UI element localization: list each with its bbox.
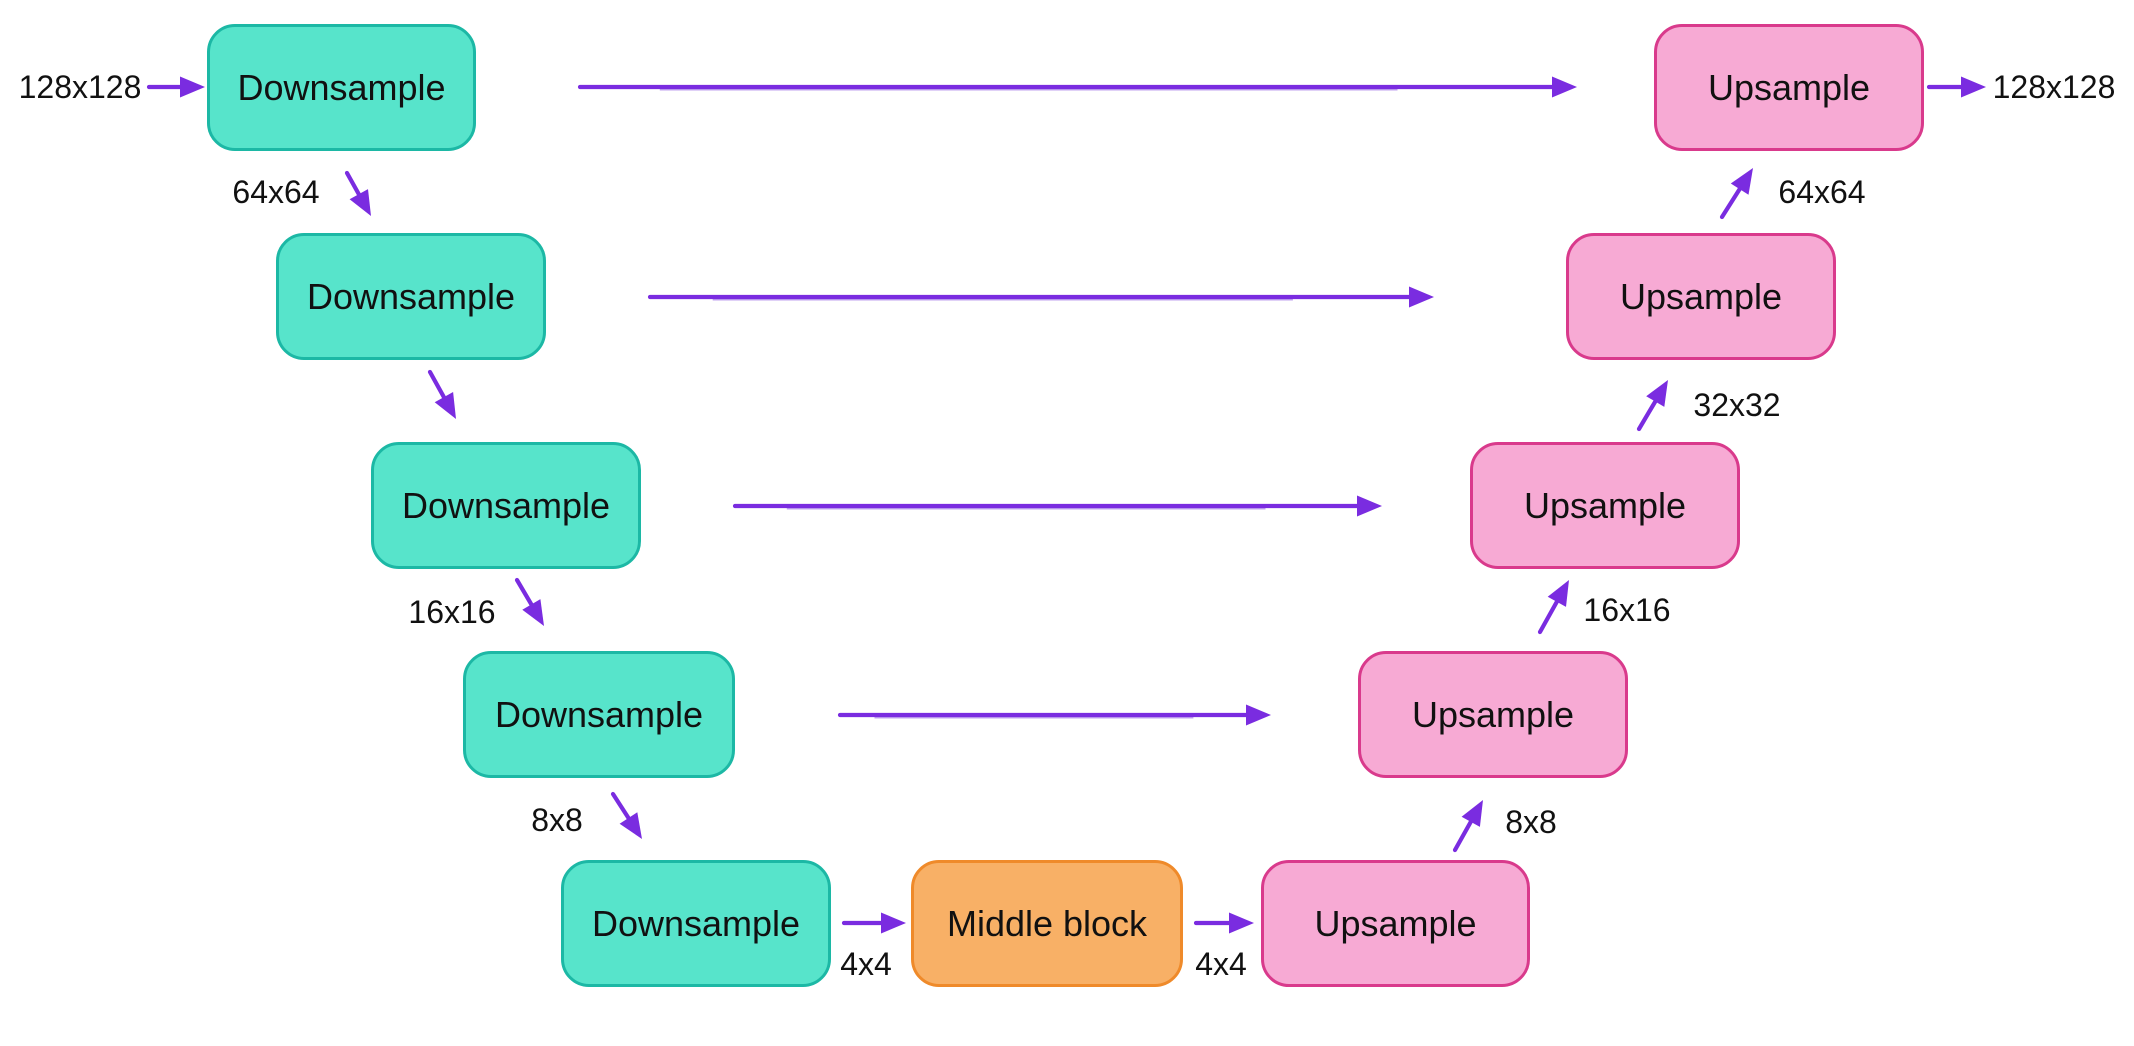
upsample-arrow-3-2 <box>1636 380 1668 432</box>
node-downsample-4: Downsample <box>463 651 735 778</box>
label-resolution-16x16-right: 16x16 <box>1583 592 1671 628</box>
skip-connection-arrow-3 <box>732 495 1382 517</box>
node-upsample-5-label: Upsample <box>1314 902 1477 944</box>
skip-connection-arrow-2 <box>647 286 1434 308</box>
label-resolution-8x8-right: 8x8 <box>1505 804 1557 840</box>
downsample-arrow-1-2 <box>344 170 371 216</box>
label-resolution-16x16-left: 16x16 <box>408 594 496 630</box>
output-arrow <box>1926 76 1986 98</box>
upsample-arrow-4-3 <box>1537 580 1569 635</box>
downsample-arrow-3-4 <box>514 577 544 626</box>
node-middle-block: Middle block <box>911 860 1183 987</box>
label-resolution-64x64-left: 64x64 <box>232 174 320 210</box>
node-upsample-4-label: Upsample <box>1411 693 1575 735</box>
node-upsample-2: Upsample <box>1566 233 1836 360</box>
node-upsample-3-label: Upsample <box>1523 484 1687 526</box>
node-upsample-4: Upsample <box>1358 651 1628 778</box>
node-downsample-1: Downsample <box>207 24 476 151</box>
downsample-arrow-4-5 <box>610 791 642 839</box>
node-upsample-2-label: Upsample <box>1619 275 1783 317</box>
node-upsample-1: Upsample <box>1654 24 1924 151</box>
label-input-size-128x128: 128x128 <box>18 69 142 105</box>
upsample-arrow-2-1 <box>1719 168 1753 220</box>
node-downsample-5-label: Downsample <box>591 902 801 944</box>
downsample-arrow-2-3 <box>427 369 456 419</box>
node-downsample-1-label: Downsample <box>237 66 446 108</box>
node-downsample-3: Downsample <box>371 442 641 569</box>
node-downsample-2-label: Downsample <box>306 275 516 317</box>
label-resolution-4x4-left: 4x4 <box>840 946 892 982</box>
node-middle-block-label: Middle block <box>946 902 1148 944</box>
middle-out-arrow <box>1193 912 1254 934</box>
node-downsample-5: Downsample <box>561 860 831 987</box>
skip-connection-arrow-1 <box>577 76 1577 98</box>
label-resolution-32x32-right: 32x32 <box>1693 387 1781 423</box>
label-resolution-4x4-right: 4x4 <box>1195 946 1247 982</box>
upsample-arrow-5-4 <box>1452 800 1483 853</box>
node-upsample-5: Upsample <box>1261 860 1530 987</box>
input-arrow <box>146 76 205 98</box>
label-resolution-8x8-left: 8x8 <box>531 802 583 838</box>
label-resolution-64x64-right: 64x64 <box>1778 174 1866 210</box>
skip-connection-arrow-4 <box>837 704 1271 726</box>
label-output-size-128x128: 128x128 <box>1992 69 2116 105</box>
node-downsample-2: Downsample <box>276 233 546 360</box>
middle-in-arrow <box>841 912 906 934</box>
node-downsample-4-label: Downsample <box>494 693 704 735</box>
node-upsample-1-label: Upsample <box>1707 66 1871 108</box>
node-downsample-3-label: Downsample <box>401 484 611 526</box>
node-upsample-3: Upsample <box>1470 442 1740 569</box>
